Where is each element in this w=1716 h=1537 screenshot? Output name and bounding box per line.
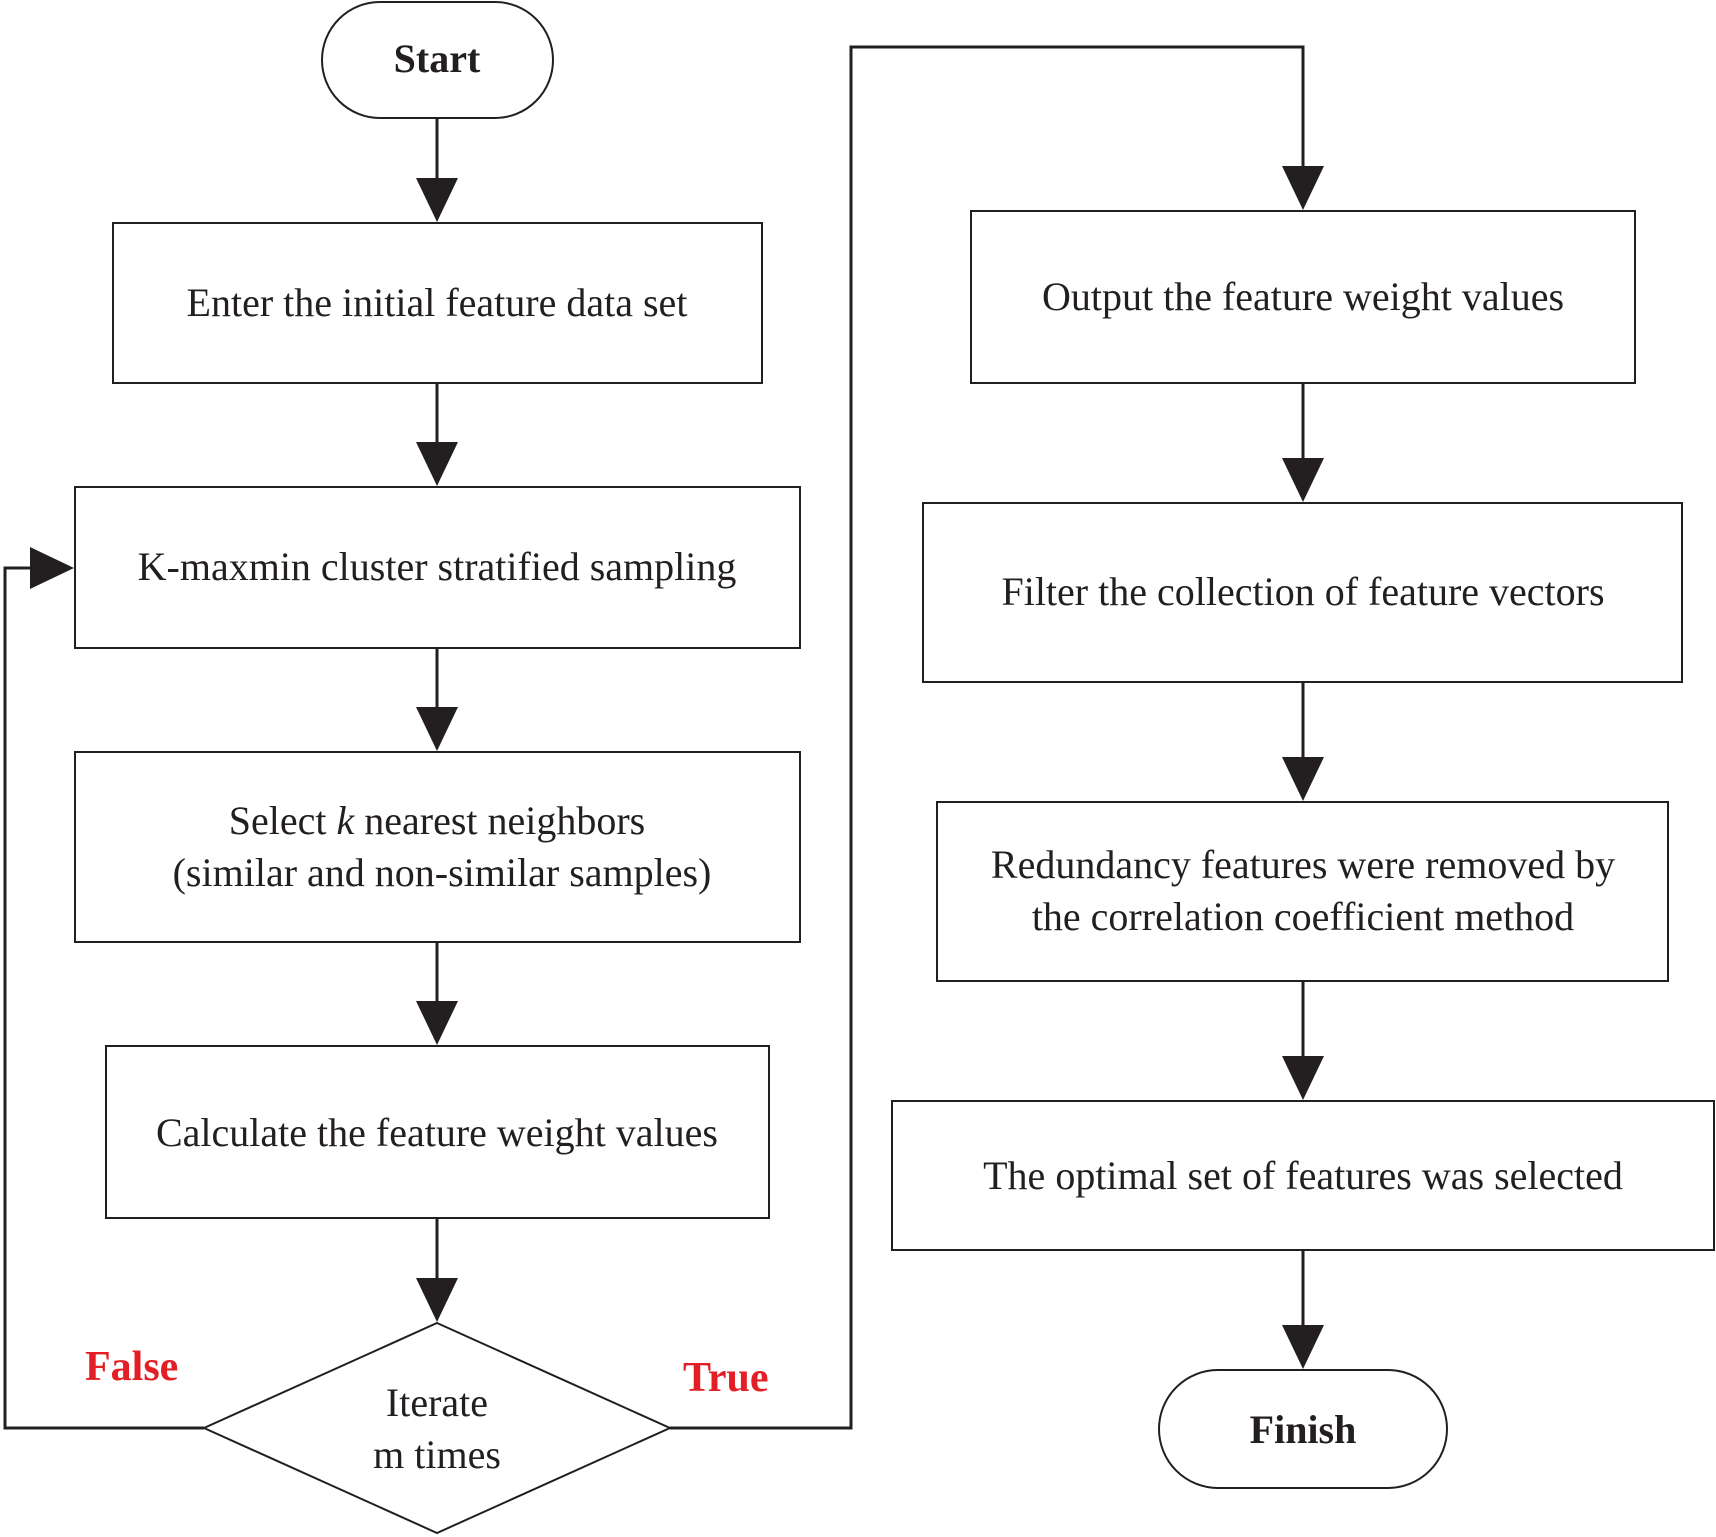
connector-false-loop	[3, 547, 204, 1430]
connector-true-path	[670, 45, 1324, 1430]
finish-label: Finish	[1250, 1407, 1357, 1452]
step-enter-data-set: Enter the initial feature data set	[112, 222, 763, 384]
step-output-weights: Output the feature weight values	[970, 210, 1636, 384]
step-kmaxmin-sampling: K-maxmin cluster stratified sampling	[74, 486, 801, 649]
decision-iterate: Iterate m times	[201, 1321, 673, 1535]
connector-optimal-to-finish	[1282, 1250, 1324, 1369]
connector-filter-to-redundancy	[1282, 682, 1324, 801]
step-select-variable: k	[336, 798, 355, 843]
step-enter-label: Enter the initial feature data set	[187, 280, 688, 325]
connector-calculate-to-decision	[416, 1218, 458, 1322]
decision-line-2: m times	[373, 1432, 501, 1477]
decision-line-1: Iterate	[386, 1380, 488, 1425]
step-optimal-label: The optimal set of features was selected	[983, 1153, 1623, 1198]
connector-output-to-filter	[1282, 383, 1324, 502]
step-select-suffix: nearest neighbors	[354, 798, 645, 843]
step-select-neighbors: Select k nearest neighbors (similar and …	[74, 751, 801, 943]
step-filter-vectors: Filter the collection of feature vectors	[922, 502, 1683, 683]
start-label: Start	[394, 36, 481, 81]
step-select-prefix: Select	[229, 798, 337, 843]
step-calculate-label: Calculate the feature weight values	[156, 1110, 718, 1155]
step-filter-label: Filter the collection of feature vectors	[1001, 569, 1604, 614]
step-select-line-1: Select k nearest neighbors	[229, 798, 646, 843]
step-optimal-set: The optimal set of features was selected	[891, 1100, 1715, 1251]
connector-redundancy-to-optimal	[1282, 981, 1324, 1100]
step-select-line-2: (similar and non-similar samples)	[173, 850, 712, 895]
step-calculate-weights: Calculate the feature weight values	[105, 1045, 770, 1219]
branch-true-label: True	[683, 1355, 769, 1401]
connector-select-to-calculate	[416, 942, 458, 1045]
branch-false-label: False	[85, 1344, 178, 1390]
step-redundancy-line-2: the correlation coefficient method	[1032, 894, 1574, 939]
step-remove-redundancy: Redundancy features were removed by the …	[936, 801, 1669, 982]
start-terminal: Start	[321, 1, 554, 119]
step-redundancy-line-1: Redundancy features were removed by	[991, 842, 1615, 887]
step-output-label: Output the feature weight values	[1042, 274, 1564, 319]
connector-enter-to-kmaxmin	[416, 383, 458, 486]
finish-terminal: Finish	[1158, 1369, 1448, 1489]
connector-start-to-enter	[416, 118, 458, 222]
connector-kmaxmin-to-select	[416, 648, 458, 751]
step-kmaxmin-label: K-maxmin cluster stratified sampling	[138, 544, 737, 589]
